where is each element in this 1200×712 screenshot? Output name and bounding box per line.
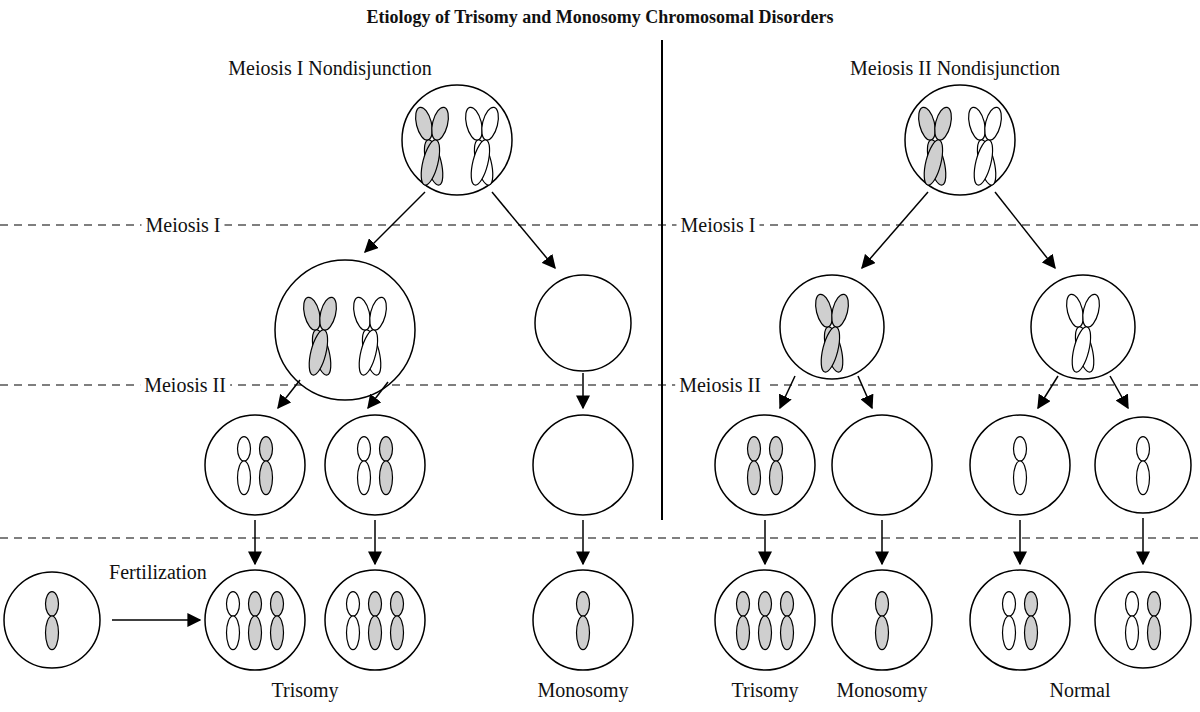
chromatid <box>238 437 251 495</box>
arrow <box>492 192 555 268</box>
chromatid <box>358 437 371 495</box>
cell <box>970 570 1070 670</box>
arrow <box>764 520 766 564</box>
chromatid <box>876 592 889 650</box>
arrow <box>374 520 376 564</box>
chromatid <box>970 106 1004 187</box>
arrow <box>1110 376 1128 408</box>
cell <box>325 415 425 515</box>
chromatid <box>1126 592 1139 650</box>
chromatid <box>227 592 240 650</box>
chromatid <box>759 592 772 650</box>
cell <box>533 415 633 515</box>
divider-line <box>661 40 663 520</box>
cell <box>205 415 305 515</box>
arrow <box>254 520 256 564</box>
chromatid <box>249 592 262 650</box>
outcome-label: Trisomy <box>271 679 338 701</box>
chromatid <box>1014 437 1027 495</box>
cell <box>715 570 815 670</box>
cell <box>1095 572 1191 668</box>
cell <box>780 275 884 379</box>
arrow <box>1038 376 1058 408</box>
chromatid <box>467 106 501 187</box>
arrow <box>582 520 584 564</box>
outcome-label: Monosomy <box>537 679 628 701</box>
chromatid <box>347 592 360 650</box>
cell <box>832 570 932 670</box>
arrow <box>368 382 388 408</box>
cell <box>325 570 425 670</box>
chromatid <box>1148 592 1161 650</box>
arrow <box>995 192 1055 268</box>
chromatid <box>737 592 750 650</box>
stage-label: Meiosis II <box>140 374 230 396</box>
outcome-label: Trisomy <box>731 679 798 701</box>
cell <box>205 570 305 670</box>
chromatid <box>1025 592 1038 650</box>
chromatid <box>1003 592 1016 650</box>
chromatid <box>380 437 393 495</box>
arrow <box>1142 518 1144 564</box>
chromatid <box>305 296 339 377</box>
outcome-label: Normal <box>1049 679 1110 701</box>
chromatid <box>391 592 404 650</box>
arrow <box>112 619 200 621</box>
chromatid <box>417 106 451 187</box>
arrow <box>582 373 584 408</box>
chromatid <box>920 106 954 187</box>
section-heading: Meiosis II Nondisjunction <box>850 57 1060 79</box>
chromatid <box>260 437 273 495</box>
chromatid <box>1068 293 1102 374</box>
chromatid <box>1137 437 1150 495</box>
cell <box>832 415 932 515</box>
outcome-label: Monosomy <box>836 679 927 701</box>
chromatid <box>355 296 389 377</box>
arrow <box>780 376 795 408</box>
diagram-title: Etiology of Trisomy and Monosomy Chromos… <box>366 8 833 28</box>
chromatid <box>817 293 851 374</box>
arrow <box>858 376 872 408</box>
cell <box>715 415 815 515</box>
chromatid <box>770 437 783 495</box>
cell <box>402 85 512 195</box>
cell <box>275 260 415 400</box>
cell <box>1031 275 1135 379</box>
cell <box>4 572 100 668</box>
process-label: Fertilization <box>109 561 207 583</box>
chromatid <box>369 592 382 650</box>
chromatid <box>46 592 59 650</box>
section-heading: Meiosis I Nondisjunction <box>228 57 431 79</box>
stage-label: Meiosis I <box>677 214 760 236</box>
arrow <box>862 192 928 268</box>
cell <box>1095 417 1191 513</box>
chromatid <box>781 592 794 650</box>
cell <box>533 570 633 670</box>
arrow <box>1019 520 1021 564</box>
stage-label: Meiosis I <box>142 214 225 236</box>
chromatid <box>271 592 284 650</box>
arrow <box>365 192 425 252</box>
cell <box>970 415 1070 515</box>
chromatid <box>748 437 761 495</box>
figure <box>0 40 1200 670</box>
stage-label: Meiosis II <box>675 374 765 396</box>
arrow <box>278 380 300 408</box>
arrow <box>881 520 883 564</box>
cell <box>535 275 631 371</box>
chromatid <box>577 592 590 650</box>
cell <box>905 85 1015 195</box>
